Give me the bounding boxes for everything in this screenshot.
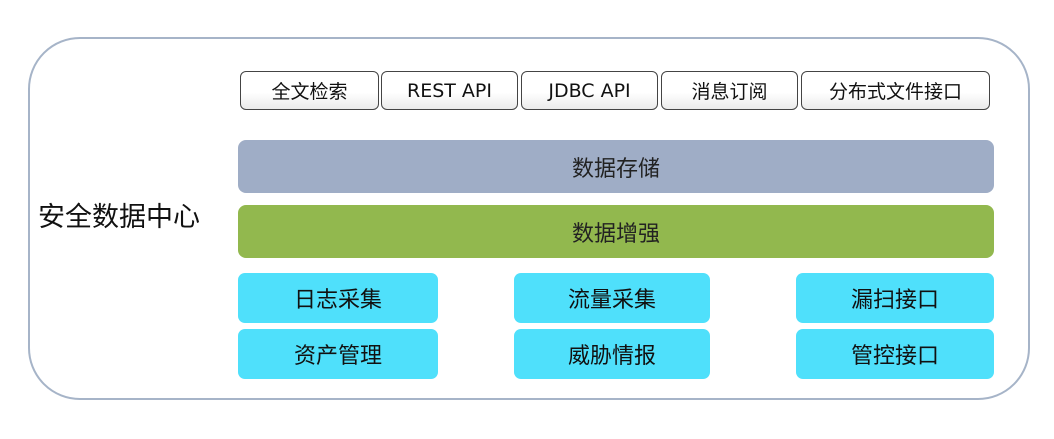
source-asset-management: 资产管理 bbox=[238, 329, 438, 379]
layer-data-enhance: 数据增强 bbox=[238, 205, 994, 258]
data-center-title: 安全数据中心 bbox=[38, 202, 200, 233]
api-rest: REST API bbox=[381, 71, 518, 110]
source-log-collection: 日志采集 bbox=[238, 273, 438, 323]
api-distributed-file: 分布式文件接口 bbox=[801, 71, 990, 110]
source-control-interface: 管控接口 bbox=[796, 329, 994, 379]
source-traffic-collection: 流量采集 bbox=[514, 273, 710, 323]
api-jdbc: JDBC API bbox=[521, 71, 658, 110]
source-vuln-scan-interface: 漏扫接口 bbox=[796, 273, 994, 323]
source-threat-intelligence: 威胁情报 bbox=[514, 329, 710, 379]
api-fulltext-search: 全文检索 bbox=[240, 71, 379, 110]
api-message-subscription: 消息订阅 bbox=[661, 71, 798, 110]
layer-data-storage: 数据存储 bbox=[238, 140, 994, 193]
